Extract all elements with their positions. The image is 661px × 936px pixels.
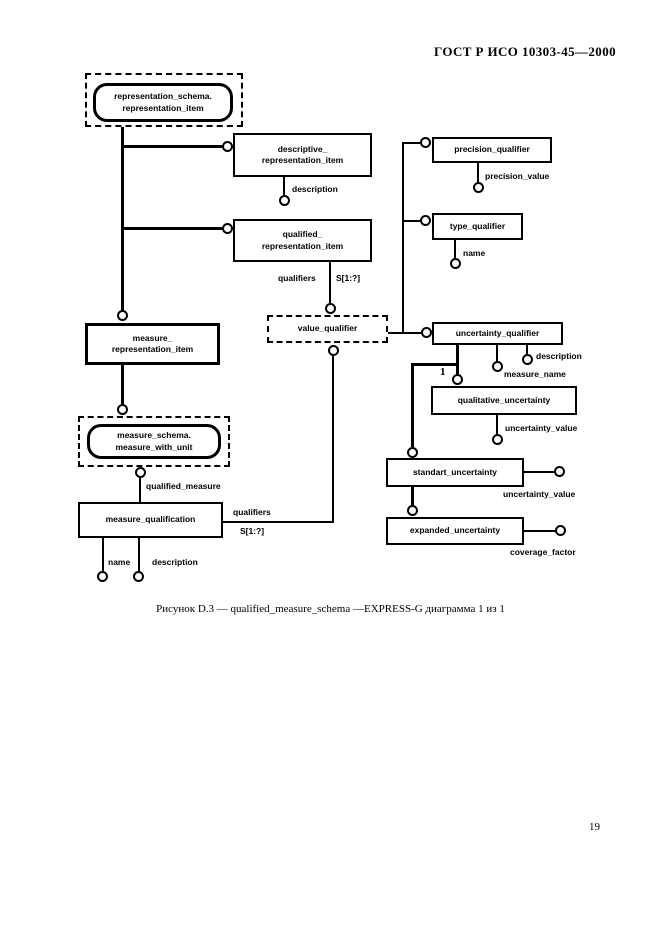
attr-label-qualified-measure: qualified_measure bbox=[146, 481, 221, 491]
entity-standart-uncertainty: standart_uncertainty bbox=[386, 458, 524, 487]
node-label: standart_uncertainty bbox=[412, 466, 498, 477]
attr-line-unc-description bbox=[526, 345, 528, 355]
attr-label-name: name bbox=[108, 557, 131, 567]
relation-circle bbox=[554, 466, 565, 477]
subtype-trunk-representation bbox=[121, 127, 124, 313]
subtype-branch-uncertainty bbox=[411, 363, 459, 366]
page-header: ГОСТ Р ИСО 10303-45—2000 bbox=[433, 44, 616, 59]
relation-circle bbox=[325, 303, 336, 314]
attr-label-description: description bbox=[152, 557, 198, 567]
entity-qualitative-uncertainty: qualitative_uncertainty bbox=[431, 386, 577, 415]
attr-line-standart-uncertainty-value bbox=[524, 471, 555, 473]
attr-label-uncertainty-value: uncertainty_value bbox=[503, 489, 576, 499]
node-label: representation_item bbox=[122, 102, 204, 113]
attr-label-description: description bbox=[536, 351, 582, 361]
subtype-line-measure-with-unit bbox=[121, 365, 124, 405]
oneof-label: 1 bbox=[440, 366, 446, 378]
node-label: value_qualifier bbox=[297, 323, 358, 334]
attr-label-coverage-factor: coverage_factor bbox=[510, 547, 576, 557]
attr-line-qualified-measure bbox=[139, 477, 141, 502]
relation-circle bbox=[133, 571, 144, 582]
node-label: descriptive_ bbox=[277, 143, 328, 154]
entity-descriptive-representation-item: descriptive_ representation_item bbox=[233, 133, 372, 177]
attr-label-qualifiers: qualifiers bbox=[278, 273, 316, 283]
relation-circle bbox=[97, 571, 108, 582]
attr-line-mq-qualifiers-horizontal bbox=[223, 521, 334, 523]
subtype-line-expanded bbox=[411, 487, 414, 506]
node-label: measure_ bbox=[132, 332, 173, 343]
subtype-branch-qualified bbox=[121, 227, 222, 230]
relation-circle bbox=[452, 374, 463, 385]
relation-circle bbox=[492, 434, 503, 445]
node-label: representation_item bbox=[111, 344, 194, 354]
attr-line-qual-uncertainty-value bbox=[496, 415, 498, 435]
select-trunk-value-qualifier bbox=[402, 142, 404, 334]
attr-line-mq-qualifiers-vertical bbox=[332, 355, 334, 523]
relation-circle bbox=[407, 505, 418, 516]
entity-measure-representation-item: measure_ representation_item bbox=[85, 323, 220, 365]
relation-circle bbox=[328, 345, 339, 356]
relation-circle bbox=[117, 310, 128, 321]
select-branch-type bbox=[402, 220, 420, 222]
relation-circle bbox=[117, 404, 128, 415]
attr-line-mq-name bbox=[102, 538, 104, 572]
attr-label-qualifiers: qualifiers bbox=[233, 507, 271, 517]
attr-line-qualifiers bbox=[329, 262, 331, 304]
relation-circle bbox=[473, 182, 484, 193]
attr-label-uncertainty-value: uncertainty_value bbox=[505, 423, 578, 433]
attr-label-name: name bbox=[463, 248, 486, 258]
cardinality-label: S[1:?] bbox=[240, 526, 265, 536]
page-number: 19 bbox=[589, 821, 600, 833]
relation-circle bbox=[222, 223, 233, 234]
relation-circle bbox=[555, 525, 566, 536]
node-label: expanded_uncertainty bbox=[409, 525, 501, 536]
entity-qualified-representation-item: qualified_ representation_item bbox=[233, 219, 372, 262]
node-label: qualified_ bbox=[282, 229, 323, 240]
node-label: representation_item bbox=[261, 155, 344, 165]
node-label: measure_qualification bbox=[105, 514, 196, 525]
node-label: precision_qualifier bbox=[454, 144, 530, 155]
entity-type-qualifier: type_qualifier bbox=[432, 213, 523, 240]
interschema-ref-representation-item-inner: representation_schema. representation_it… bbox=[93, 83, 233, 122]
attr-line-description bbox=[283, 177, 285, 196]
select-branch-precision bbox=[402, 142, 420, 144]
relation-circle bbox=[407, 447, 418, 458]
cardinality-label: S[1:?] bbox=[336, 273, 361, 283]
relation-circle bbox=[421, 327, 432, 338]
relation-circle bbox=[135, 467, 146, 478]
relation-circle bbox=[420, 215, 431, 226]
subtype-trunk-uncertainty bbox=[411, 363, 414, 447]
figure-caption: Рисунок D.3 — qualified_measure_schema —… bbox=[156, 603, 505, 615]
node-label: representation_schema. bbox=[114, 91, 212, 102]
attr-line-coverage-factor bbox=[524, 530, 556, 532]
attr-label-precision-value: precision_value bbox=[485, 171, 550, 181]
entity-uncertainty-qualifier: uncertainty_qualifier bbox=[432, 322, 563, 345]
node-label: measure_with_unit bbox=[115, 441, 193, 452]
relation-circle bbox=[450, 258, 461, 269]
attr-line-measure-name bbox=[496, 345, 498, 362]
subtype-branch-descriptive bbox=[121, 145, 222, 148]
entity-precision-qualifier: precision_qualifier bbox=[432, 137, 552, 163]
node-label: type_qualifier bbox=[449, 220, 506, 231]
node-label: measure_schema. bbox=[117, 430, 191, 441]
node-label: uncertainty_qualifier bbox=[455, 327, 540, 338]
subtype-line-uncertainty bbox=[456, 345, 459, 375]
attr-line-type-name bbox=[454, 240, 456, 259]
attr-line-mq-description bbox=[138, 538, 140, 572]
entity-expanded-uncertainty: expanded_uncertainty bbox=[386, 517, 524, 545]
relation-circle bbox=[522, 354, 533, 365]
node-label: representation_item bbox=[261, 240, 344, 251]
interschema-ref-measure-with-unit-inner: measure_schema. measure_with_unit bbox=[87, 424, 221, 459]
relation-circle bbox=[222, 141, 233, 152]
relation-circle bbox=[279, 195, 290, 206]
relation-circle bbox=[420, 137, 431, 148]
attr-line-precision-value bbox=[477, 163, 479, 183]
select-branch-uncertainty bbox=[388, 332, 421, 334]
node-label: qualitative_uncertainty bbox=[457, 394, 551, 405]
relation-circle bbox=[492, 361, 503, 372]
attr-label-measure-name: measure_name bbox=[504, 369, 566, 379]
entity-measure-qualification: measure_qualification bbox=[78, 502, 223, 538]
attr-label-description: description bbox=[292, 184, 338, 194]
select-type-value-qualifier: value_qualifier bbox=[267, 315, 388, 343]
